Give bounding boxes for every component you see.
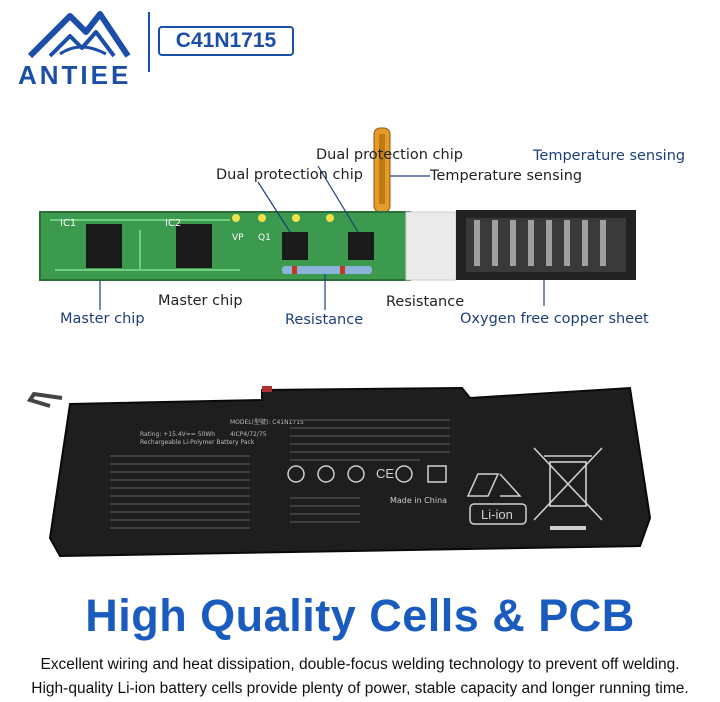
callout-dual-protection-1: Dual protection chip [316, 147, 463, 163]
battery-body [48, 386, 652, 558]
cert-mark-icon [347, 465, 365, 483]
ce-mark-icon: CE [376, 466, 394, 481]
cert-mark-icon [395, 465, 413, 483]
pcb-label-ic1: IC1 [60, 218, 76, 229]
cert-mark-icon [427, 465, 447, 483]
callout-master-chip-1: Master chip [158, 293, 243, 309]
battery-wire [26, 391, 63, 408]
flex-cable-trace [379, 134, 385, 204]
battery-model-line: MODEL(型號): C41N1715 [230, 418, 304, 426]
li-ion-label: Li-ion [481, 507, 513, 522]
battery-pack: MODEL(型號): C41N1715 Rating: +15.4V== 50W… [26, 386, 652, 558]
pcb-trace [50, 219, 240, 271]
description-line-2: High-quality Li-ion battery cells provid… [31, 680, 689, 697]
callout-resistance-1: Resistance [386, 294, 465, 310]
mountain-logo-icon [27, 11, 131, 59]
pcb-label-ic2: IC2 [165, 218, 181, 229]
crossed-bin-icon [533, 447, 603, 530]
callout-resistance-2: Resistance [285, 312, 364, 328]
solder-pad [326, 214, 334, 222]
pcb-label-q1: Q1 [258, 233, 271, 243]
recycle-li-ion-icon: Li-ion [466, 473, 527, 525]
callout-master-chip-2: Master chip [60, 311, 145, 327]
protection-chip-2 [348, 232, 374, 260]
solder-pad [292, 214, 300, 222]
solder-pad [258, 214, 266, 222]
headline: High Quality Cells & PCB [85, 590, 635, 641]
brand-name: ANTIEE [18, 60, 132, 90]
callout-oxygen-free-copper: Oxygen free copper sheet [460, 311, 649, 327]
resistance-component [282, 266, 372, 274]
brand-logo: ANTIEE [10, 6, 140, 90]
brand-divider [148, 12, 150, 72]
cert-mark-icon [317, 465, 335, 483]
pcb-illustration: IC1 IC2 VP Q1 [39, 127, 636, 310]
solder-pad [232, 214, 240, 222]
pcb-white-area [405, 211, 457, 281]
callout-temp-sensing-1: Temperature sensing [533, 148, 686, 164]
cert-mark-icon [287, 465, 305, 483]
master-chip-ic1 [86, 224, 122, 268]
callout-temp-sensing-2: Temperature sensing [430, 168, 583, 184]
callout-dual-protection-2: Dual protection chip [216, 167, 363, 183]
made-in-label: Made in China [390, 496, 447, 505]
battery-type: Rechargeable Li-Polymer Battery Pack [140, 439, 255, 446]
battery-rating: Rating: +15.4V== 50Wh [140, 431, 215, 438]
battery-cells: 4ICP4/72/75 [230, 431, 267, 438]
pcb-label-vp: VP [232, 233, 244, 243]
model-badge: C41N1715 [158, 26, 294, 56]
master-chip-ic2 [176, 224, 212, 268]
protection-chip-1 [282, 232, 308, 260]
description-line-1: Excellent wiring and heat dissipation, d… [40, 656, 680, 673]
